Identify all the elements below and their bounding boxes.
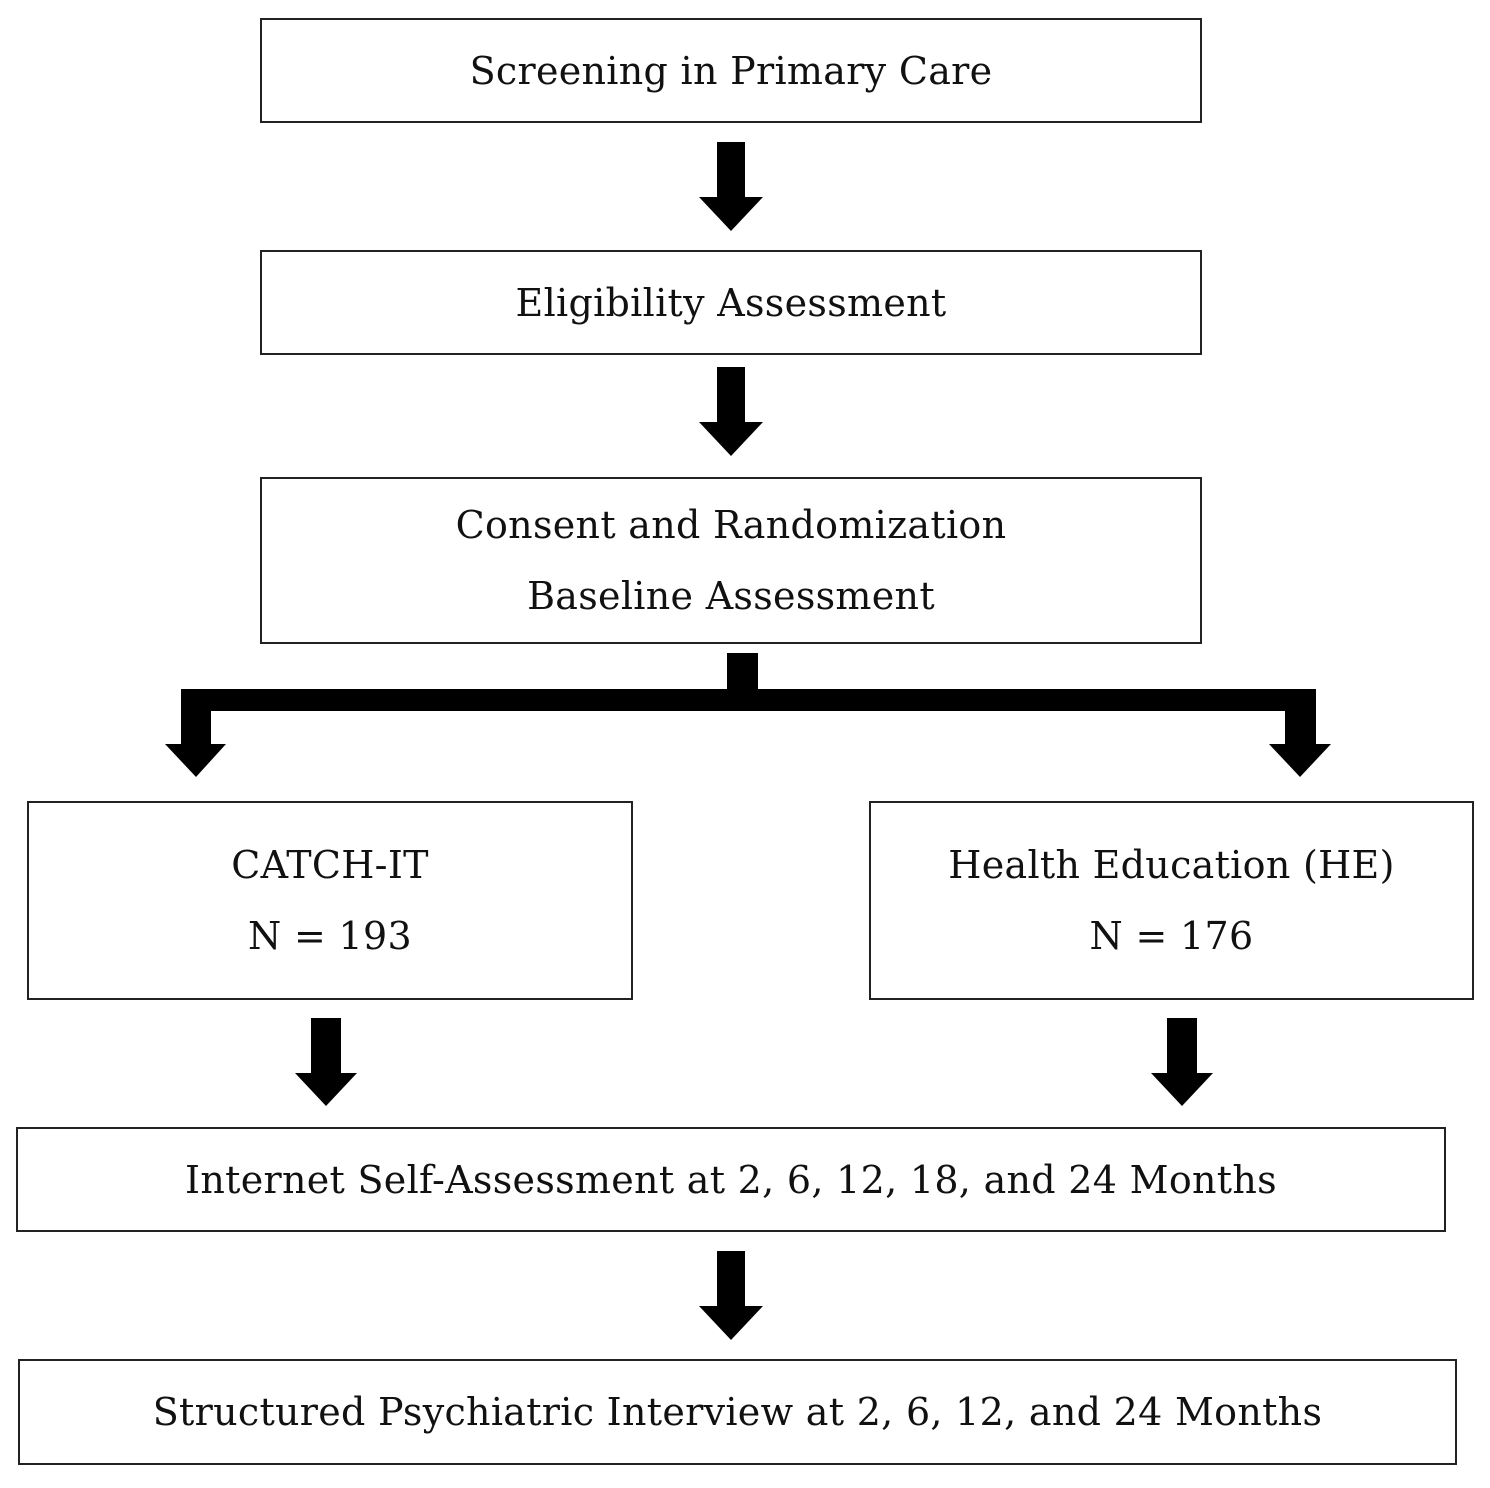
consent-label: Consent and Randomization xyxy=(455,503,1007,547)
eligibility-label: Eligibility Assessment xyxy=(515,280,947,325)
arrow-down-icon xyxy=(295,1018,357,1106)
consent-randomization-box: Consent and Randomization Baseline Asses… xyxy=(260,477,1202,644)
baseline-label: Baseline Assessment xyxy=(527,574,935,618)
arrow-down-icon xyxy=(699,367,763,456)
branch-bar xyxy=(181,689,1316,711)
self-assessment-label: Internet Self-Assessment at 2, 6, 12, 18… xyxy=(185,1157,1277,1202)
health-education-box: Health Education (HE) N = 176 xyxy=(869,801,1474,1000)
arrow-down-icon xyxy=(165,689,226,777)
arrow-down-icon xyxy=(1151,1018,1213,1106)
branch-stem xyxy=(727,653,758,691)
self-assessment-box: Internet Self-Assessment at 2, 6, 12, 18… xyxy=(16,1127,1446,1232)
catch-it-box: CATCH-IT N = 193 xyxy=(27,801,633,1000)
arrow-down-icon xyxy=(699,142,763,231)
catch-it-label: CATCH-IT xyxy=(231,843,429,887)
interview-label: Structured Psychiatric Interview at 2, 6… xyxy=(152,1390,1323,1434)
health-education-n: N = 176 xyxy=(1089,914,1254,958)
screening-label: Screening in Primary Care xyxy=(469,48,993,93)
screening-box: Screening in Primary Care xyxy=(260,18,1202,123)
health-education-label: Health Education (HE) xyxy=(948,843,1395,887)
arrow-down-icon xyxy=(1269,689,1331,777)
interview-box: Structured Psychiatric Interview at 2, 6… xyxy=(18,1359,1457,1465)
arrow-down-icon xyxy=(699,1251,763,1340)
catch-it-n: N = 193 xyxy=(248,914,412,958)
eligibility-box: Eligibility Assessment xyxy=(260,250,1202,355)
